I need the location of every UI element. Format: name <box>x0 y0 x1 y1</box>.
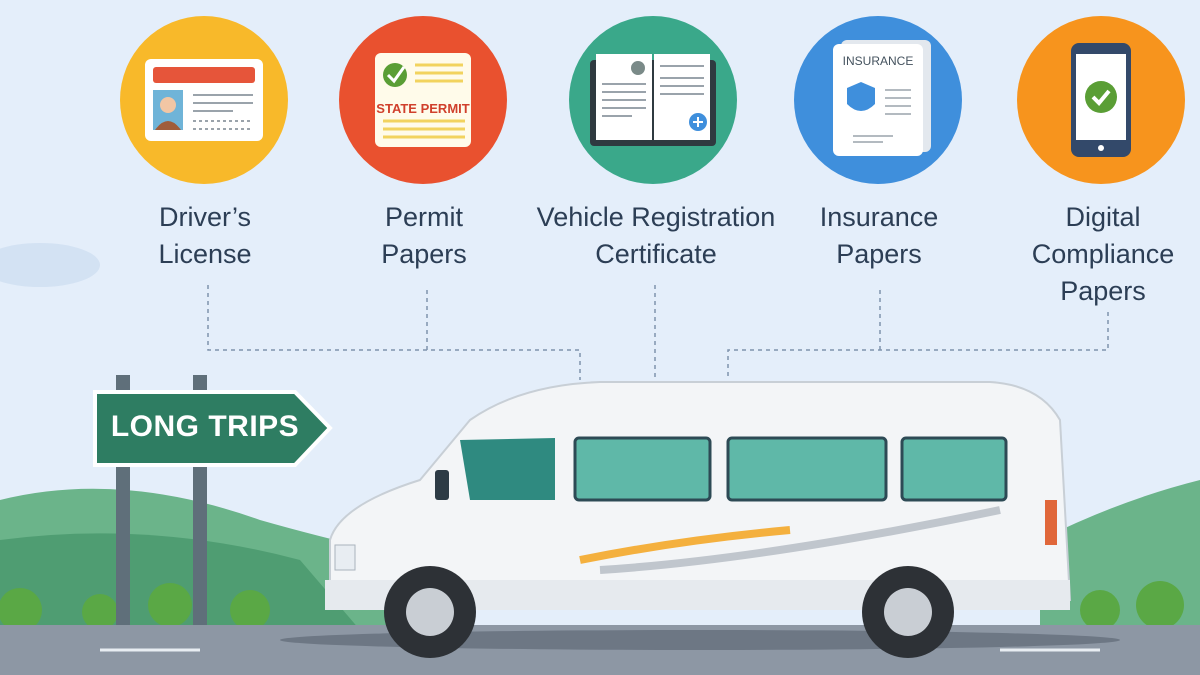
label-line: Compliance <box>1031 239 1175 269</box>
insurance-papers-circle: INSURANCE <box>794 16 962 184</box>
bushes <box>0 581 1184 632</box>
vehicle-registration-circle <box>569 16 737 184</box>
cloud <box>0 243 100 287</box>
digital-compliance-label: Digital Compliance Papers <box>963 199 1200 310</box>
smartphone-check-icon <box>1071 43 1131 157</box>
state-permit-text: STATE PERMIT <box>376 101 470 116</box>
digital-compliance-circle <box>1017 16 1185 184</box>
label-line: Certificate <box>595 239 717 269</box>
permit-papers-circle: STATE PERMIT <box>339 16 507 184</box>
permit-papers-label: Permit Papers <box>284 199 564 273</box>
label-line: Insurance <box>819 202 939 232</box>
label-line: Vehicle Registration <box>536 202 776 232</box>
drivers-license-label: Driver’s License <box>65 199 345 273</box>
label-line: Papers <box>836 239 922 269</box>
sign-label: LONG TRIPS <box>110 410 300 443</box>
label-line: Driver’s <box>158 202 251 232</box>
id-card-icon <box>145 59 263 141</box>
drivers-license-circle <box>120 16 288 184</box>
insurance-document-icon: INSURANCE <box>833 44 923 156</box>
label-line: Papers <box>381 239 467 269</box>
shield-icon <box>847 82 911 143</box>
insurance-papers-label: Insurance Papers <box>739 199 1019 273</box>
long-trips-sign <box>93 390 333 467</box>
insurance-text: INSURANCE <box>842 54 914 68</box>
state-permit-icon: STATE PERMIT <box>375 53 471 147</box>
registration-book-icon <box>590 54 716 146</box>
vehicle-registration-label: Vehicle Registration Certificate <box>496 199 816 273</box>
connector-lines <box>207 285 1109 380</box>
label-line: Papers <box>1060 276 1146 306</box>
label-line: License <box>158 239 252 269</box>
label-line: Permit <box>384 202 463 232</box>
check-icon <box>383 63 465 139</box>
van <box>280 381 1120 658</box>
label-line: Digital <box>1065 202 1141 232</box>
